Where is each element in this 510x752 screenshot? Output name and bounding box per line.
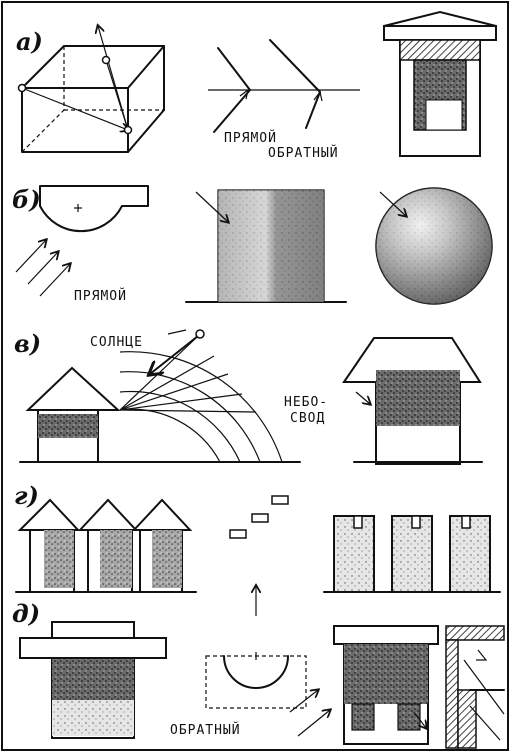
label-a: а)	[16, 27, 43, 56]
label-d: д)	[12, 599, 40, 628]
obratny-label-a: ОБРАТНЫЙ	[268, 145, 339, 161]
sphere	[375, 187, 493, 305]
svod-label: СВОД	[290, 411, 325, 426]
cylinder-wall	[185, 189, 347, 303]
label-b: б)	[12, 185, 41, 214]
solntse-label: СОЛНЦЕ	[90, 335, 143, 350]
label-v: в)	[14, 329, 41, 358]
sky-dome-diagram	[19, 329, 301, 463]
wall-section-d	[445, 625, 505, 749]
pryamoy-label-a: ПРЯМОЙ	[224, 130, 277, 146]
reflection-diagram	[208, 39, 360, 133]
three-houses	[15, 498, 197, 593]
house-section-d	[333, 625, 439, 745]
small-blocks	[229, 495, 289, 539]
semicircle-plan	[15, 185, 149, 297]
nebo-label: НЕБО-	[284, 395, 328, 410]
house-niche-a	[383, 10, 497, 157]
obratny-label-d: ОБРАТНЫЙ	[170, 722, 241, 738]
reflected-plan	[205, 586, 330, 737]
three-columns	[323, 515, 501, 593]
house-niche-v	[342, 337, 483, 465]
slab-over-wall	[19, 621, 167, 739]
cube-diagram	[17, 26, 165, 153]
pryamoy-label-b: ПРЯМОЙ	[74, 288, 127, 304]
label-g: г)	[14, 481, 39, 510]
